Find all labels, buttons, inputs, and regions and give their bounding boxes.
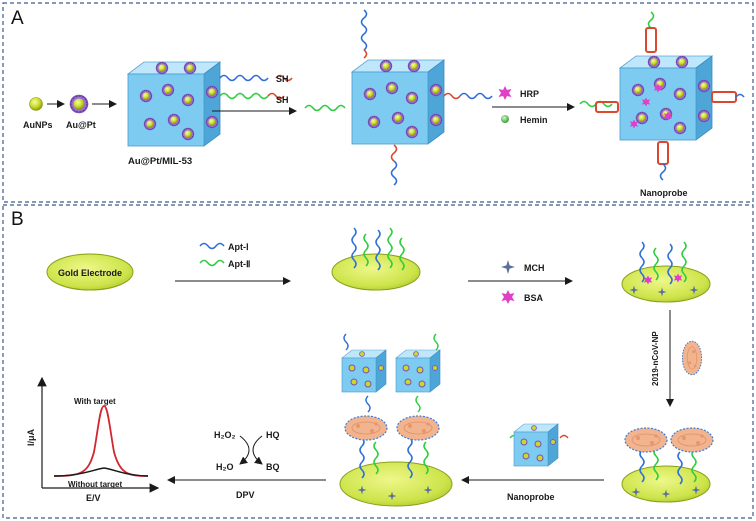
blue-strand-top — [360, 9, 368, 51]
g-quadruplex-top — [645, 27, 657, 53]
bsa-label: BSA — [524, 293, 544, 303]
aunps-label: AuNPs — [23, 120, 53, 130]
virus-particle-icon — [681, 340, 703, 376]
green-strand-left — [304, 104, 346, 112]
aupt-label: Au@Pt — [66, 120, 96, 130]
green-strand-icon — [219, 92, 269, 100]
apt2-label: Apt-Ⅱ — [228, 259, 250, 269]
virus-label: 2019-nCoV-NP — [651, 331, 660, 386]
red-strand-icon — [275, 74, 293, 82]
panel-b-letter: B — [11, 209, 24, 230]
bsa-icon — [501, 290, 515, 304]
g-quadruplex-bottom — [657, 141, 669, 165]
blue-strand-icon — [219, 74, 269, 82]
apt2-strand-icon — [199, 259, 225, 267]
h2o2-label: H₂O₂ — [214, 430, 236, 440]
with-target-label: With target — [74, 397, 116, 406]
apt1-strand-icon — [199, 242, 225, 250]
apt1-label: Apt-Ⅰ — [228, 242, 249, 252]
mch-label: MCH — [524, 263, 545, 273]
panel-a-frame — [2, 2, 754, 203]
aupt-particle-icon — [68, 93, 90, 115]
cycle-arrow-right — [252, 435, 263, 465]
with-target-curve — [53, 405, 149, 477]
blue-strand-right — [459, 92, 493, 100]
bound-nanoprobe-1 — [341, 349, 387, 393]
hq-label: HQ — [266, 430, 280, 440]
blocked-electrode — [621, 265, 711, 303]
panel-b-frame — [2, 204, 754, 519]
cycle-arrow-left — [239, 435, 250, 465]
without-target-curve — [53, 467, 149, 477]
plot-ylabel: I/μA — [26, 428, 36, 446]
blue-strand-bottom — [390, 160, 398, 186]
without-target-label: Without target — [68, 480, 122, 489]
h2o-label: H₂O — [216, 462, 234, 472]
mof-label: Au@Pt/MIL-53 — [128, 156, 192, 167]
mof-cube-icon — [128, 62, 220, 146]
red-strand-icon-2 — [267, 92, 285, 100]
bq-label: BQ — [266, 462, 280, 472]
gold-electrode — [46, 253, 134, 291]
mch-icon — [501, 260, 515, 274]
aptamer-electrode — [331, 253, 421, 291]
dpv-label: DPV — [236, 490, 255, 500]
g-quadruplex-right — [711, 91, 737, 103]
nanoprobe-label: Nanoprobe — [640, 188, 688, 198]
dpv-plot: I/μA E/V With target Without target — [26, 376, 160, 503]
conjugate-cube-icon — [352, 60, 444, 144]
gold-electrode-label: Gold Electrode — [58, 268, 122, 278]
virus-bound-electrode — [621, 465, 711, 503]
g-quadruplex-left — [595, 101, 619, 113]
sandwich-electrode — [339, 461, 453, 507]
nanoprobe-small-icon — [513, 423, 559, 467]
sh-label-1: SH — [276, 74, 289, 84]
panel-a-letter: A — [11, 8, 24, 29]
aunp-particle-icon — [29, 97, 43, 111]
hemin-label: Hemin — [520, 115, 548, 125]
hemin-icon — [501, 115, 509, 123]
bound-nanoprobe-2 — [395, 349, 441, 393]
plot-xlabel: E/V — [86, 493, 101, 503]
hrp-icon — [498, 86, 512, 100]
nanoprobe-label-b: Nanoprobe — [507, 492, 555, 502]
sh-label-2: SH — [276, 95, 289, 105]
hrp-label: HRP — [520, 89, 539, 99]
